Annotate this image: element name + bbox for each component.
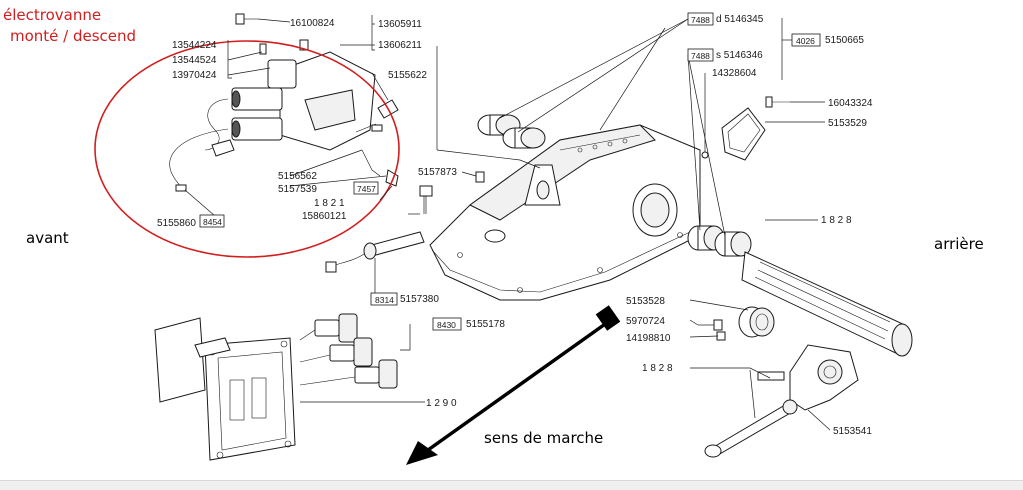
box-8314: 8314 bbox=[375, 295, 394, 305]
pn-5150665: 5150665 bbox=[825, 35, 864, 46]
pn-14328604: 14328604 bbox=[712, 68, 757, 79]
pn-5157539: 5157539 bbox=[278, 184, 317, 195]
rear-label: arrière bbox=[934, 235, 984, 253]
box-7488-second: 7488 bbox=[691, 51, 710, 61]
pn-5153528: 5153528 bbox=[626, 296, 665, 307]
boxed-codes: 8454 7457 8314 8430 7488 7488 4026 bbox=[199, 12, 821, 331]
front-label: avant bbox=[26, 229, 69, 247]
pn-5146346: s 5146346 bbox=[716, 50, 763, 61]
lever bbox=[704, 399, 798, 458]
pn-13970424: 13970424 bbox=[172, 70, 217, 81]
pn-1290: 1 2 9 0 bbox=[426, 398, 457, 409]
box-8430: 8430 bbox=[437, 320, 456, 330]
pn-13544524: 13544524 bbox=[172, 55, 217, 66]
box-4026: 4026 bbox=[796, 36, 815, 46]
lift-housing bbox=[429, 124, 701, 301]
pn-13605911: 13605911 bbox=[378, 19, 422, 30]
pn-1821: 1 8 2 1 bbox=[314, 198, 345, 209]
pn-5146345: d 5146345 bbox=[716, 14, 764, 25]
pn-5155622: 5155622 bbox=[388, 70, 427, 81]
pn-13606211: 13606211 bbox=[378, 40, 422, 51]
bushings-rear bbox=[687, 225, 752, 257]
highlight-ellipse bbox=[94, 40, 400, 258]
valve-title-line2: monté / descend bbox=[10, 27, 136, 45]
pn-5153529: 5153529 bbox=[828, 118, 867, 129]
solenoid-valve-assembly bbox=[169, 13, 399, 192]
rear-shaft bbox=[741, 251, 913, 357]
valve-block-plate bbox=[154, 317, 296, 461]
pn-16043324: 16043324 bbox=[828, 98, 873, 109]
box-7488-top: 7488 bbox=[691, 15, 710, 25]
pn-13544224: 13544224 bbox=[172, 40, 217, 51]
bottom-scrollbar-strip bbox=[0, 480, 1023, 490]
pn-5156562: 5156562 bbox=[278, 171, 317, 182]
direction-arrow bbox=[406, 305, 621, 465]
pn-1828-bottom: 1 8 2 8 bbox=[642, 363, 673, 374]
valve-title-line1: électrovanne bbox=[3, 6, 101, 24]
plug-5157873 bbox=[475, 171, 485, 183]
small-bolt-tab bbox=[698, 319, 726, 341]
bushings-top bbox=[477, 114, 546, 149]
sensor-5157380 bbox=[325, 231, 425, 273]
pn-5157873: 5157873 bbox=[418, 167, 457, 178]
pn-16100824: 16100824 bbox=[290, 18, 335, 29]
bolt-15860121 bbox=[419, 185, 433, 214]
cover-plate bbox=[721, 96, 790, 161]
lift-arm bbox=[757, 344, 859, 411]
pn-5970724: 5970724 bbox=[626, 316, 665, 327]
bushing-5153528 bbox=[738, 306, 775, 338]
pn-5155178: 5155178 bbox=[466, 319, 505, 330]
direction-label: sens de marche bbox=[484, 429, 603, 447]
pn-5155860: 5155860 bbox=[157, 218, 196, 229]
pn-14198810: 14198810 bbox=[626, 333, 671, 344]
box-7457: 7457 bbox=[357, 184, 376, 194]
leader-lines bbox=[184, 15, 831, 431]
part-number-labels: 16100824 13605911 13606211 13544224 1354… bbox=[157, 14, 873, 437]
pn-15860121: 15860121 bbox=[302, 211, 347, 222]
pn-1828-top: 1 8 2 8 bbox=[821, 215, 852, 226]
pn-5157380: 5157380 bbox=[400, 294, 439, 305]
box-8454: 8454 bbox=[203, 217, 222, 227]
exploded-parts-diagram: 16100824 13605911 13606211 13544224 1354… bbox=[3, 6, 984, 465]
solenoid-cartridges bbox=[299, 313, 398, 389]
pn-5153541: 5153541 bbox=[833, 426, 872, 437]
